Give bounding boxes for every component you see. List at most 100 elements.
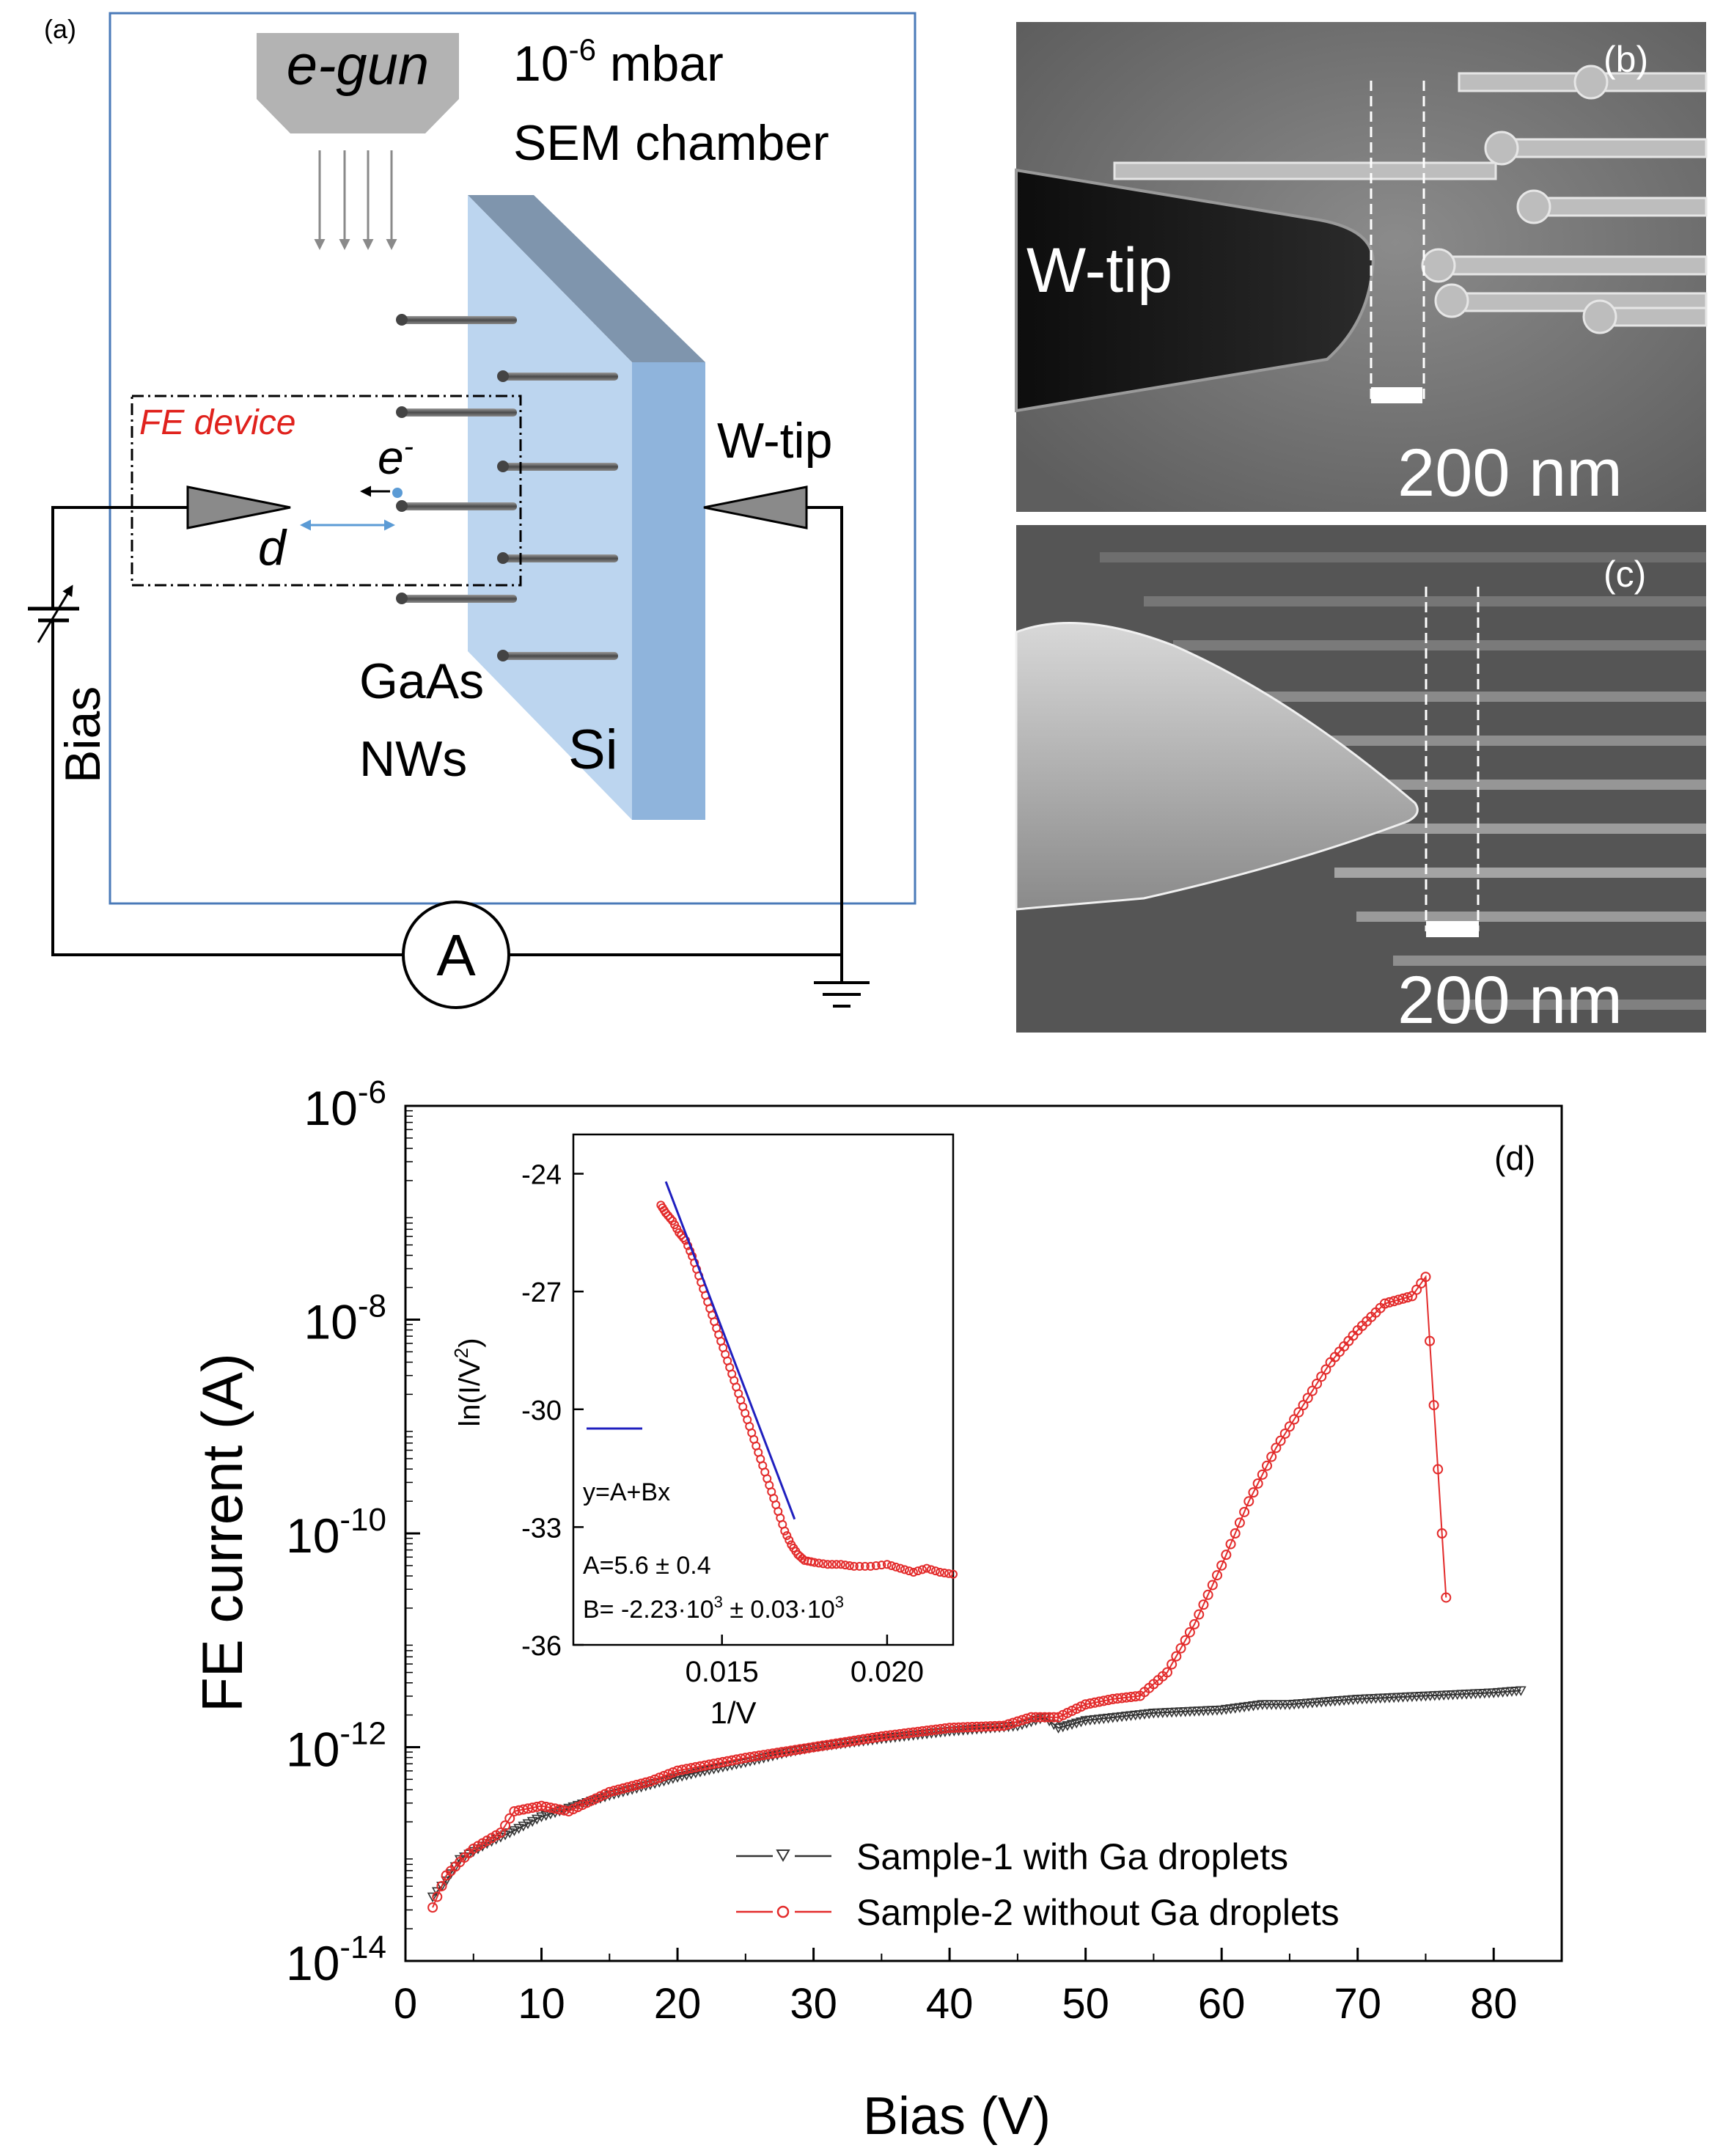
main-data-point-sample-1 [526,1816,538,1827]
main-data-point-sample-2 [1194,1609,1205,1620]
main-x-tick-label: 80 [1470,1980,1518,2028]
inset-data-point [836,1560,845,1569]
main-data-point-sample-2 [436,1880,447,1891]
variable-bias-source-icon [28,579,79,645]
main-data-point-sample-2 [1161,1667,1172,1678]
main-data-point-sample-2 [1234,1517,1245,1528]
inset-y-tick-label: -30 [521,1396,562,1426]
inset-plot-frame [572,1133,955,1646]
inset-data-point [882,1560,892,1569]
main-data-point-sample-2 [1007,1717,1018,1728]
main-data-point-sample-2 [1003,1719,1014,1730]
main-legend: Sample-1 with Ga droplets Sample-2 witho… [736,1836,1340,1933]
main-data-point-sample-2 [1425,1335,1436,1346]
main-data-point-sample-2 [1239,1506,1250,1517]
main-data-point-sample-2 [1384,1297,1395,1308]
main-data-point-sample-2 [622,1782,633,1793]
inset-data-point [855,1561,864,1571]
main-data-point-sample-2 [617,1783,628,1794]
si-label: Si [568,719,618,781]
main-data-point-sample-1 [427,1892,438,1903]
main-y-tick-label: 10-12 [286,1716,386,1777]
inset-data-point [949,1569,958,1579]
main-data-point-sample-2 [1393,1294,1404,1305]
main-data-point-sample-2 [1012,1716,1023,1727]
ammeter-icon [402,901,510,1009]
sem-b-tip-label: W-tip [1026,235,1172,306]
inset-data-point [823,1560,832,1569]
main-data-point-sample-2 [1302,1393,1313,1404]
electron-gun-icon [257,33,459,133]
main-data-point-sample-2 [1316,1371,1327,1382]
main-y-axis-title: FE current (A) [190,1353,254,1712]
main-data-point-sample-1 [504,1828,515,1838]
sem-c-scale-label: 200 nm [1397,963,1623,1038]
main-data-point-sample-1 [1066,1720,1078,1730]
distance-label: d [258,520,287,576]
inset-data-point [886,1561,896,1571]
main-data-point-sample-2 [1293,1407,1304,1418]
inset-data-point [895,1563,905,1573]
main-data-point-sample-2 [1189,1618,1200,1629]
main-data-point-sample-2 [1048,1712,1059,1723]
inset-data-point [831,1560,841,1569]
si-top-face [468,195,705,362]
legend-label-sample-1: Sample-1 with Ga droplets [856,1836,1288,1877]
main-data-point-sample-2 [1307,1385,1318,1396]
main-data-point-sample-2 [1207,1580,1218,1591]
main-data-point-sample-2 [1017,1715,1028,1726]
main-data-point-sample-2 [1230,1528,1241,1539]
main-y-tick-label: 10-14 [286,1929,386,1990]
main-data-point-sample-2 [1243,1496,1254,1507]
main-data-point-sample-1 [513,1824,524,1834]
inset-data-point [935,1567,944,1577]
inset-x-tick-label: 0.015 [686,1656,759,1688]
inset-data-point [677,1231,686,1240]
main-data-point-sample-2 [1436,1528,1447,1539]
main-data-point-sample-1 [1070,1718,1082,1729]
main-data-point-sample-2 [631,1779,642,1790]
main-data-point-sample-2 [432,1891,443,1902]
main-data-point-sample-2 [627,1781,638,1792]
inset-y-tick-label: -36 [521,1631,562,1662]
egun-label: e-gun [287,34,429,97]
panel-b-label: (b) [1603,39,1648,80]
legend-label-sample-2: Sample-2 without Ga droplets [856,1892,1340,1933]
main-data-point-sample-2 [1379,1298,1390,1309]
inset-data-point [939,1568,949,1577]
main-data-point-sample-2 [1262,1460,1273,1471]
inset-y-tick-label: -24 [521,1160,562,1191]
main-data-point-sample-2 [1279,1428,1290,1439]
fe-device-box [131,395,522,587]
main-x-tick-label: 0 [394,1980,417,2028]
panel-a-label: (a) [44,14,76,44]
inset-data-point [785,1536,794,1545]
main-data-point-sample-2 [999,1720,1010,1731]
inset-data-point [860,1561,870,1571]
inset-data-point [814,1558,823,1568]
inset-data-point [900,1565,909,1574]
main-x-tick-label: 20 [654,1980,702,2028]
ground-icon [814,981,870,1008]
main-data-point-sample-2 [636,1778,647,1789]
main-data-point-sample-2 [1402,1292,1413,1303]
main-data-point-sample-2 [644,1776,655,1787]
main-x-tick-label: 40 [926,1980,974,2028]
inset-x-tick-label: 0.020 [851,1656,924,1688]
si-front-face [468,195,632,820]
main-x-tick-label: 10 [518,1980,565,2028]
inset-data-point [666,1214,675,1223]
inset-data-point [866,1561,875,1571]
panel-a-schematic: (a) e-gun 10-6 mbar SEM chamber Si [28,12,916,1009]
inset-data-point [782,1530,792,1540]
inset-fit-b-value: B= -2.23·103 ± 0.03·103 [583,1593,844,1624]
inset-data-point [840,1561,850,1570]
main-data-point-sample-2 [1433,1464,1444,1475]
sem-c-scalebar [1426,921,1479,937]
main-data-point-sample-2 [1221,1550,1232,1561]
main-data-point-sample-2 [1225,1539,1236,1550]
main-data-point-sample-2 [1184,1627,1195,1638]
